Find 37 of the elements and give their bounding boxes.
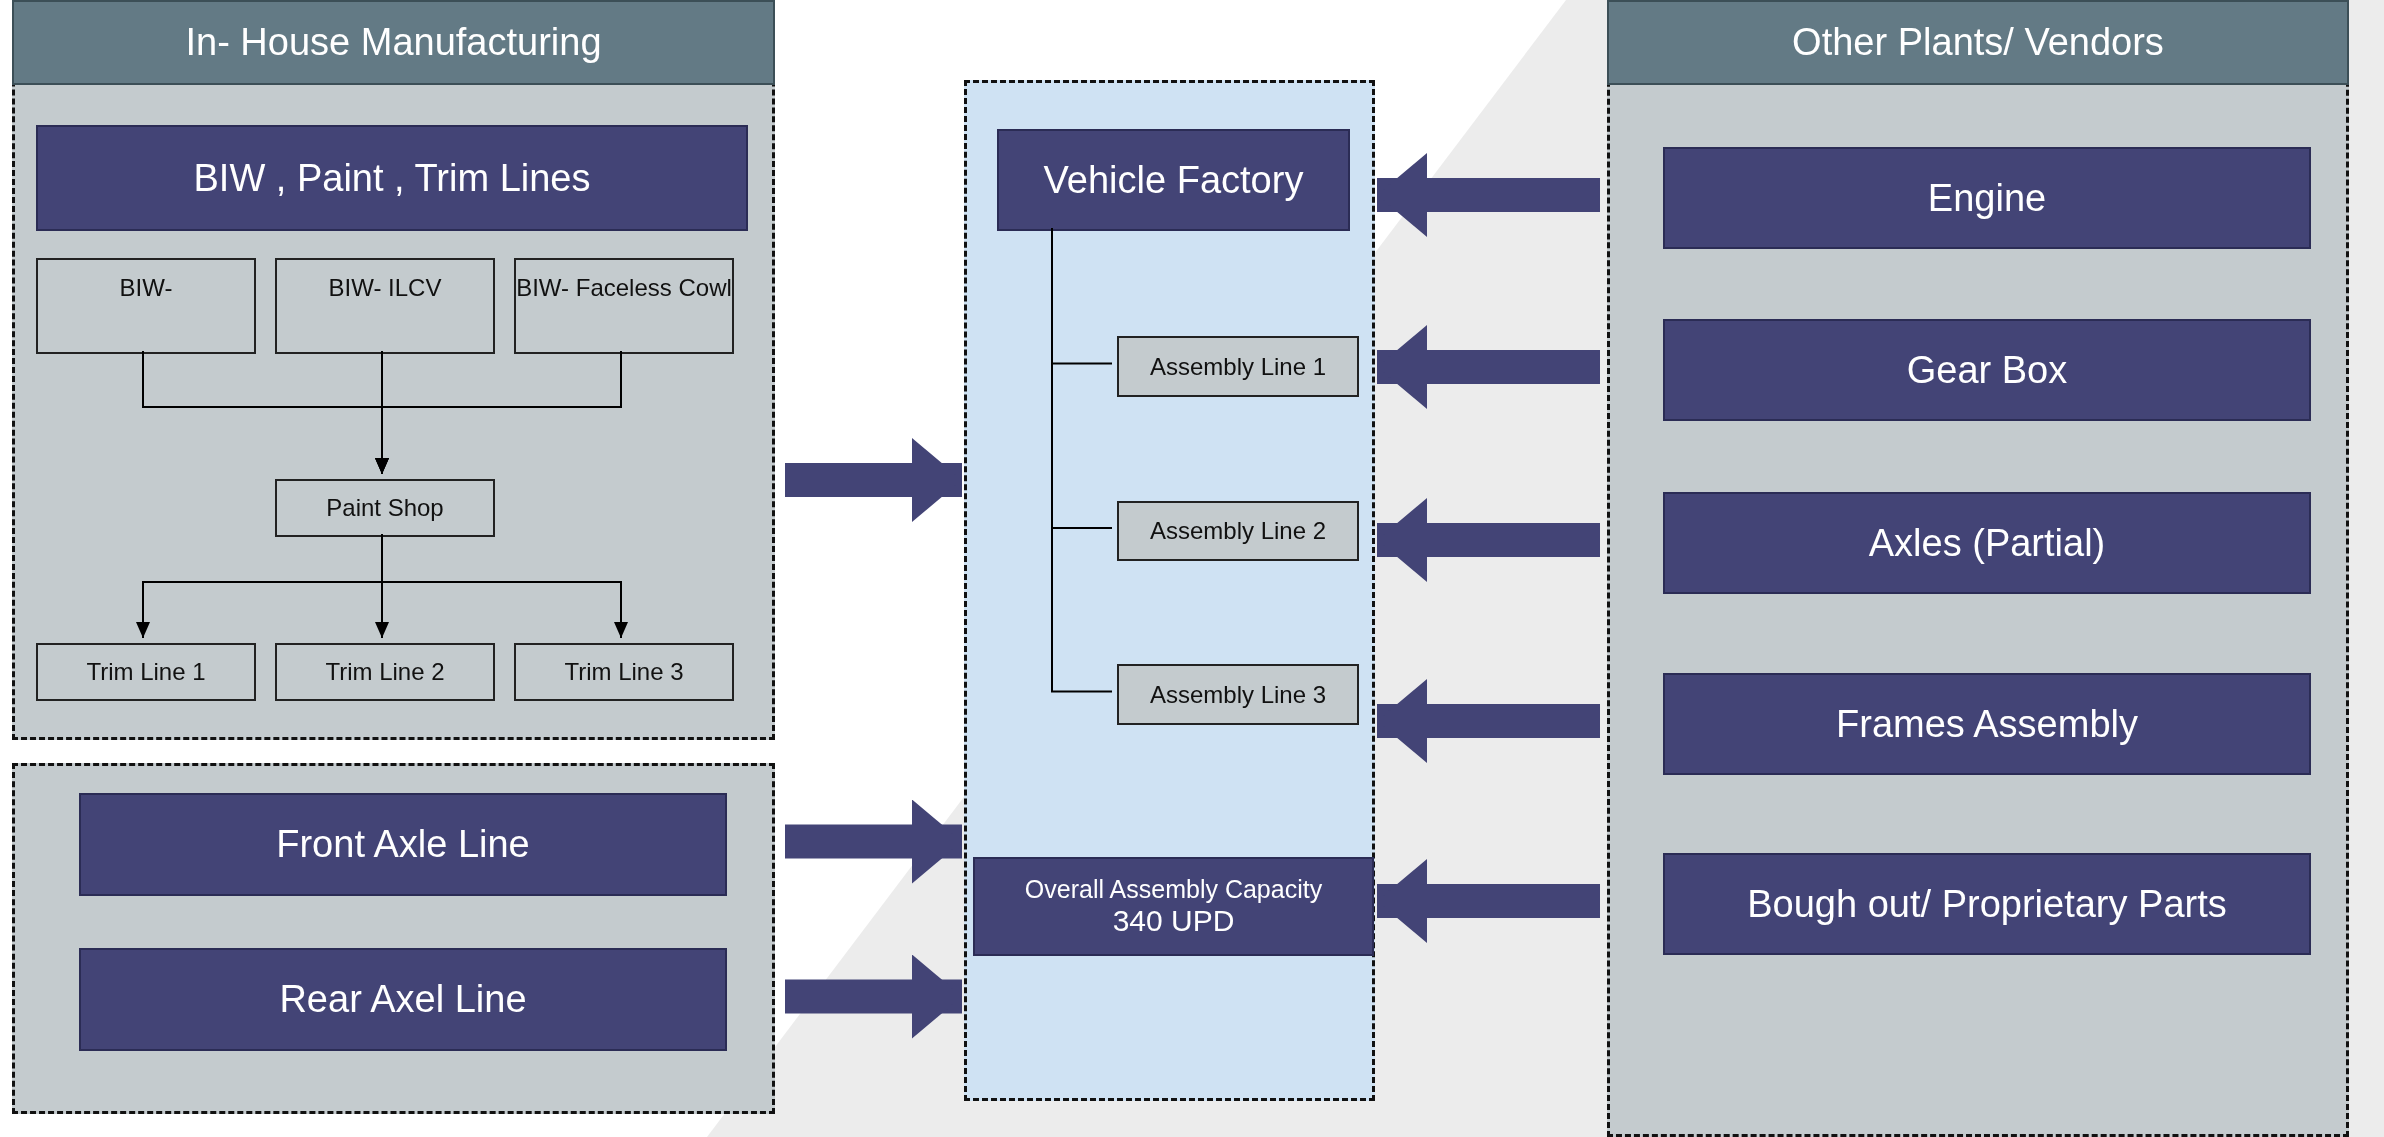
process-box: Frames Assembly — [1663, 673, 2311, 775]
dashed-panel — [964, 80, 1375, 1101]
process-box: Gear Box — [1663, 319, 2311, 421]
process-box: Assembly Line 2 — [1117, 501, 1359, 561]
block-arrow — [785, 954, 962, 1039]
process-box: BIW- — [36, 258, 256, 354]
process-box: Bough out/ Proprietary Parts — [1663, 853, 2311, 955]
block-arrow — [785, 799, 962, 884]
capacity-label: Overall Assembly Capacity — [1024, 875, 1323, 904]
process-box: Axles (Partial) — [1663, 492, 2311, 594]
dashed-panel — [12, 0, 775, 740]
section-header: In- House Manufacturing — [12, 0, 775, 85]
process-box: BIW- Faceless Cowl — [514, 258, 734, 354]
process-box: Assembly Line 3 — [1117, 664, 1359, 725]
process-box: Vehicle Factory — [997, 129, 1350, 231]
process-box: Assembly Line 1 — [1117, 336, 1359, 397]
section-header: Other Plants/ Vendors — [1607, 0, 2349, 85]
process-box: BIW- ILCV — [275, 258, 495, 354]
block-arrow — [1377, 498, 1600, 582]
arrow — [375, 350, 622, 475]
dashed-panel — [1607, 0, 2349, 1137]
process-box: Trim Line 2 — [275, 643, 495, 701]
block-arrow — [1377, 153, 1600, 237]
process-box: BIW , Paint , Trim Lines — [36, 125, 748, 231]
process-box: Trim Line 1 — [36, 643, 256, 701]
process-box: Rear Axel Line — [79, 948, 727, 1051]
capacity-value: 340 UPD — [1112, 904, 1235, 938]
block-arrow — [785, 438, 962, 522]
block-arrow — [1377, 325, 1600, 409]
process-box: Paint Shop — [275, 479, 495, 537]
block-arrow — [1377, 679, 1600, 763]
dashed-panel — [12, 763, 775, 1114]
process-box: Engine — [1663, 147, 2311, 249]
block-arrow — [1377, 859, 1600, 943]
process-box: Front Axle Line — [79, 793, 727, 896]
process-box: Trim Line 3 — [514, 643, 734, 701]
capacity-box — [973, 857, 1374, 956]
